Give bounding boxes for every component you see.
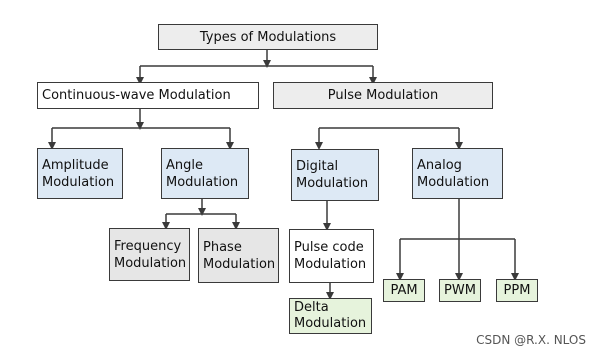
node-pulse-code-modulation: Pulse code Modulation bbox=[289, 229, 374, 283]
node-pwm: PWM bbox=[439, 279, 481, 302]
node-ppm: PPM bbox=[496, 279, 538, 302]
watermark: CSDN @R.X. NLOS bbox=[476, 333, 586, 347]
node-phase-modulation: Phase Modulation bbox=[198, 228, 279, 283]
node-pulse-modulation: Pulse Modulation bbox=[273, 82, 493, 109]
node-frequency-modulation: Frequency Modulation bbox=[109, 228, 190, 281]
node-types-of-modulations: Types of Modulations bbox=[158, 24, 378, 50]
node-pam: PAM bbox=[383, 279, 425, 302]
node-delta-modulation: Delta Modulation bbox=[289, 298, 372, 334]
node-analog-modulation: Analog Modulation bbox=[412, 148, 503, 199]
node-continuous-wave-modulation: Continuous-wave Modulation bbox=[37, 82, 259, 109]
node-digital-modulation: Digital Modulation bbox=[291, 149, 379, 201]
node-amplitude-modulation: Amplitude Modulation bbox=[37, 148, 123, 199]
node-angle-modulation: Angle Modulation bbox=[161, 148, 249, 199]
